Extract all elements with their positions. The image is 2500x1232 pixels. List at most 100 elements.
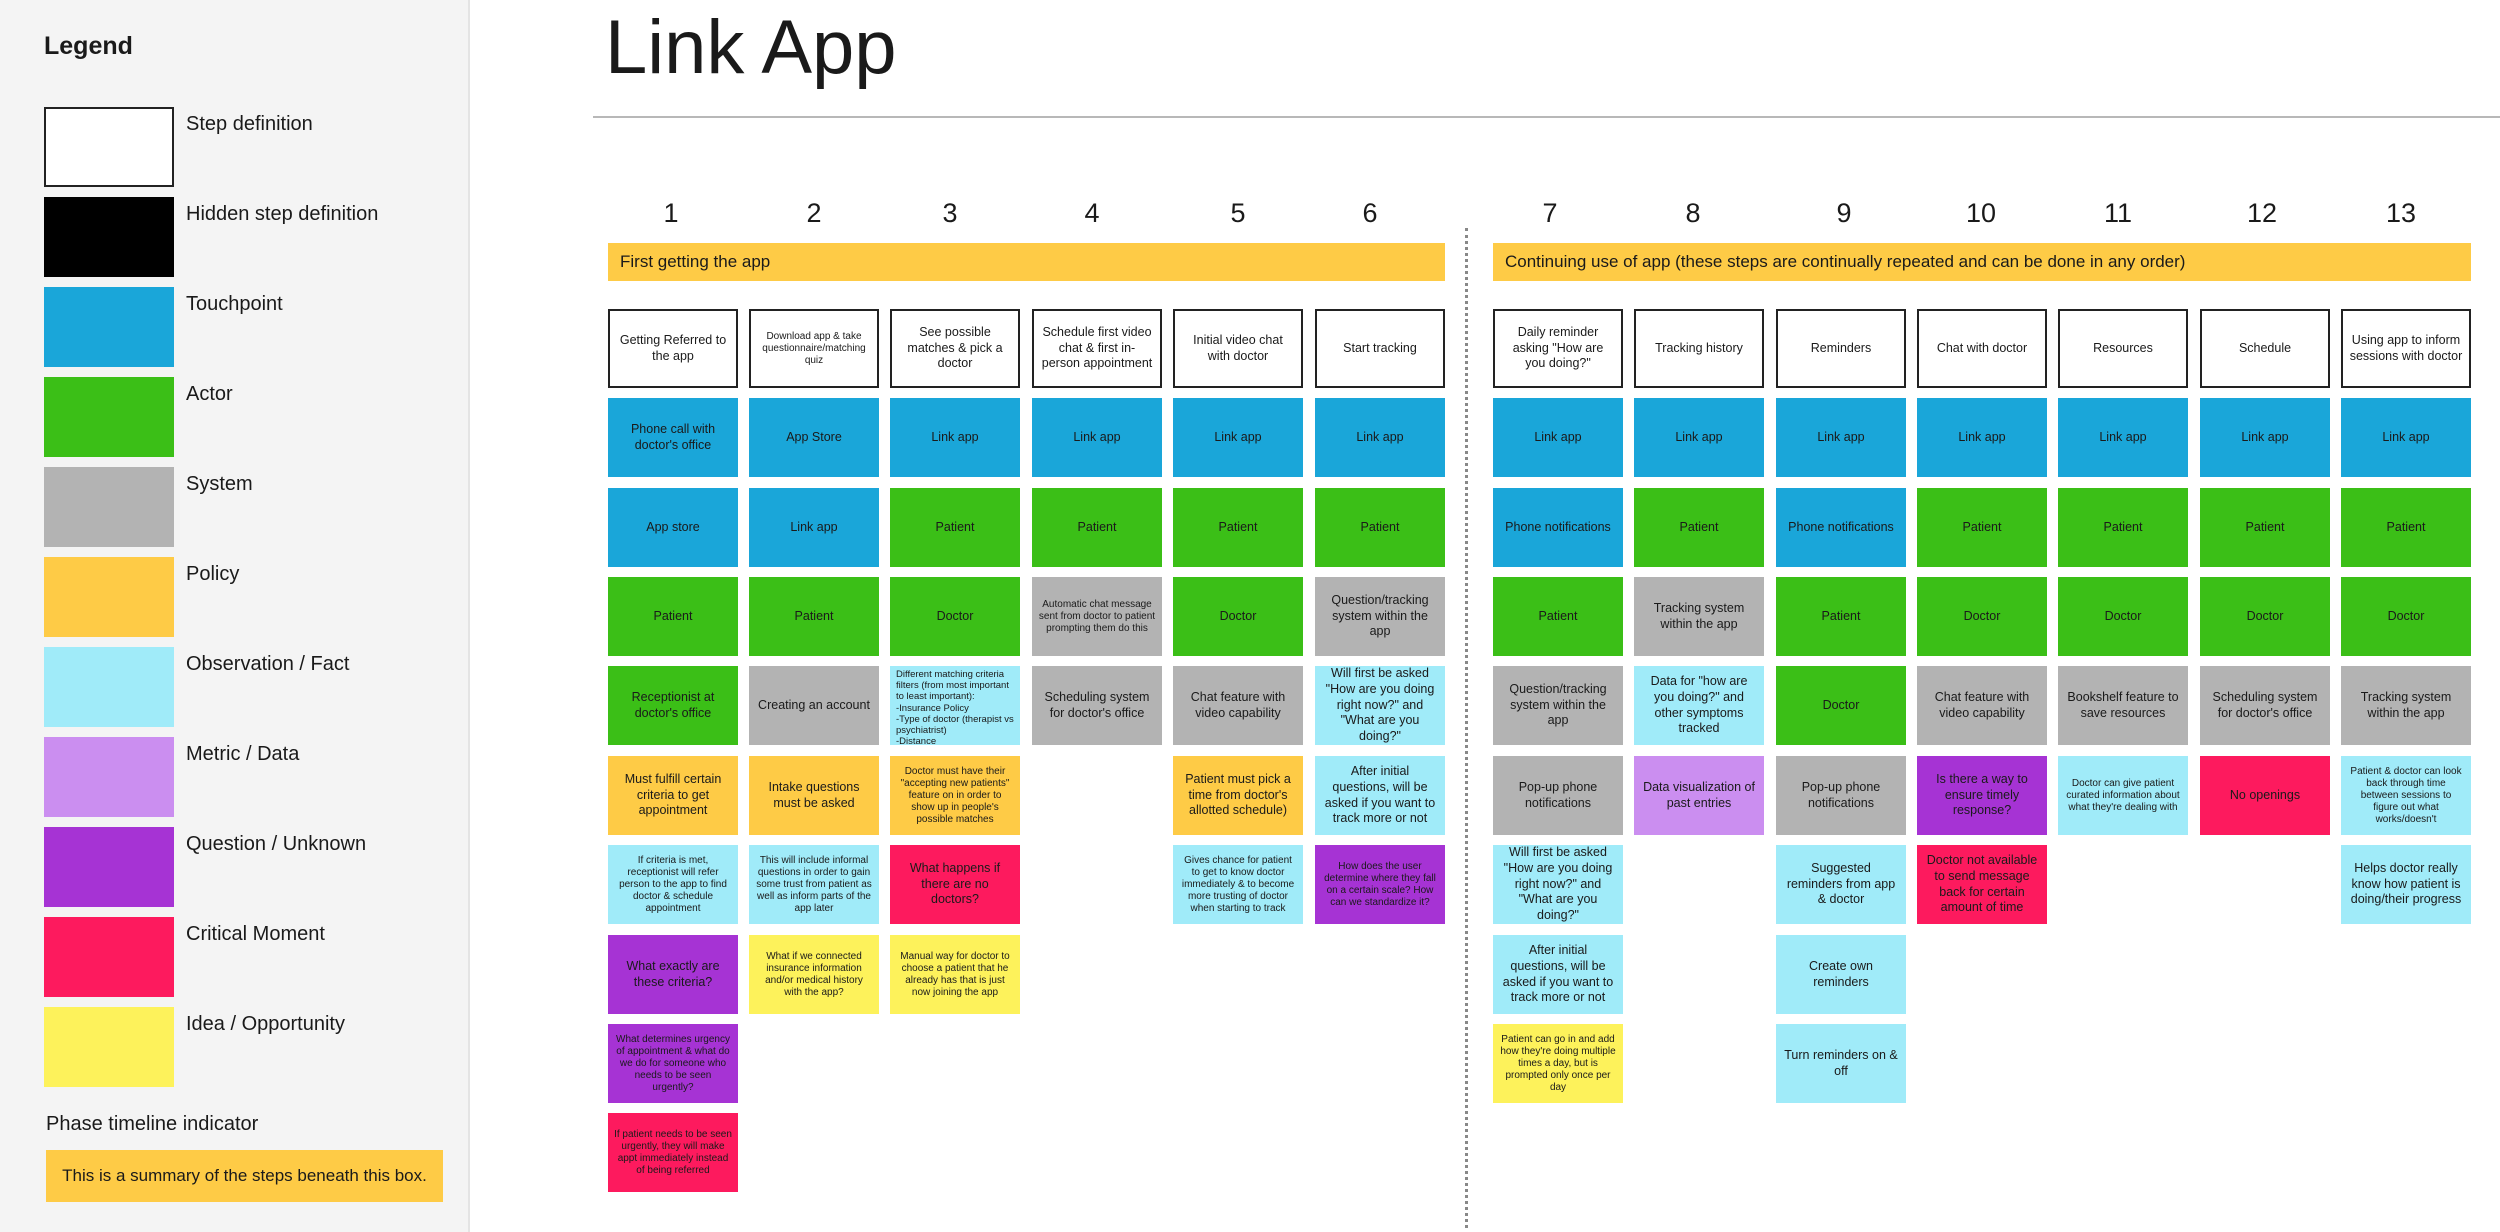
touchpoint-card: Link app (1776, 398, 1906, 477)
touchpoint-card: Link app (1032, 398, 1162, 477)
system-card: Bookshelf feature to save resources (2058, 666, 2188, 745)
observation-card: Turn reminders on & off (1776, 1024, 1906, 1103)
actor-card: Patient (749, 577, 879, 656)
legend-swatch (44, 1007, 174, 1087)
actor-card: Doctor (890, 577, 1020, 656)
system-card: Pop-up phone notifications (1776, 756, 1906, 835)
actor-card: Patient (2058, 488, 2188, 567)
policy-card: Patient must pick a time from doctor's a… (1173, 756, 1303, 835)
phase-indicator-example: This is a summary of the steps beneath t… (46, 1150, 443, 1202)
legend-label: Touchpoint (186, 293, 283, 315)
touchpoint-card: Link app (1917, 398, 2047, 477)
page-title: Link App (605, 5, 897, 90)
legend-label: Actor (186, 383, 233, 405)
legend-label: Question / Unknown (186, 833, 367, 855)
legend-item: Policy (44, 557, 444, 637)
actor-card: Doctor (2341, 577, 2471, 656)
touchpoint-card: Link app (749, 488, 879, 567)
legend-title: Legend (44, 32, 133, 60)
legend-label: Idea / Opportunity (186, 1013, 345, 1035)
legend-swatch (44, 827, 174, 907)
actor-card: Patient (1032, 488, 1162, 567)
step-card: Download app & take questionnaire/matchi… (749, 309, 879, 388)
legend-item: System (44, 467, 444, 547)
actor-card: Doctor (2058, 577, 2188, 656)
touchpoint-card: App store (608, 488, 738, 567)
legend-swatch (44, 647, 174, 727)
policy-card: Intake questions must be asked (749, 756, 879, 835)
legend-item: Observation / Fact (44, 647, 444, 727)
metric-card: Data visualization of past entries (1634, 756, 1764, 835)
observation-card: Helps doctor really know how patient is … (2341, 845, 2471, 924)
system-card: Scheduling system for doctor's office (2200, 666, 2330, 745)
critical-card: No openings (2200, 756, 2330, 835)
observation-card: After initial questions, will be asked i… (1315, 756, 1445, 835)
observation-card: Will first be asked "How are you doing r… (1493, 845, 1623, 924)
step-card: Chat with doctor (1917, 309, 2047, 388)
touchpoint-card: Link app (2058, 398, 2188, 477)
step-number: 2 (806, 198, 822, 228)
actor-card: Doctor (1917, 577, 2047, 656)
actor-card: Receptionist at doctor's office (608, 666, 738, 745)
system-card: Tracking system within the app (1634, 577, 1764, 656)
step-number: 5 (1230, 198, 1246, 228)
step-number: 11 (2103, 198, 2133, 228)
actor-card: Patient (2200, 488, 2330, 567)
phase-divider (1465, 228, 1468, 1228)
system-card: Pop-up phone notifications (1493, 756, 1623, 835)
legend-item: Critical Moment (44, 917, 444, 997)
observation-card: Patient & doctor can look back through t… (2341, 756, 2471, 835)
observation-card: If criteria is met, receptionist will re… (608, 845, 738, 924)
legend-item: Metric / Data (44, 737, 444, 817)
observation-card: After initial questions, will be asked i… (1493, 935, 1623, 1014)
step-card: Schedule first video chat & first in-per… (1032, 309, 1162, 388)
step-number: 3 (942, 198, 958, 228)
legend-item: Question / Unknown (44, 827, 444, 907)
observation-card: Will first be asked "How are you doing r… (1315, 666, 1445, 745)
step-card: Schedule (2200, 309, 2330, 388)
step-card: Daily reminder asking "How are you doing… (1493, 309, 1623, 388)
actor-card: Doctor (1776, 666, 1906, 745)
legend-item: Hidden step definition (44, 197, 444, 277)
phase-indicator-label: Phase timeline indicator (46, 1113, 259, 1135)
actor-card: Patient (608, 577, 738, 656)
touchpoint-card: Link app (2341, 398, 2471, 477)
phase-bar-continuing: Continuing use of app (these steps are c… (1493, 243, 2471, 281)
actor-card: Patient (2341, 488, 2471, 567)
title-divider (593, 116, 2500, 118)
touchpoint-card: Link app (890, 398, 1020, 477)
question-card: How does the user determine where they f… (1315, 845, 1445, 924)
step-card: Tracking history (1634, 309, 1764, 388)
legend-swatch (44, 467, 174, 547)
idea-card: What if we connected insurance informati… (749, 935, 879, 1014)
observation-card: Different matching criteria filters (fro… (890, 666, 1020, 745)
actor-card: Patient (890, 488, 1020, 567)
step-number: 10 (1965, 198, 1997, 228)
step-number: 1 (663, 198, 679, 228)
idea-card: Patient can go in and add how they're do… (1493, 1024, 1623, 1103)
touchpoint-card: Phone call with doctor's office (608, 398, 738, 477)
system-card: Chat feature with video capability (1917, 666, 2047, 745)
idea-card: Manual way for doctor to choose a patien… (890, 935, 1020, 1014)
legend-swatch (44, 197, 174, 277)
step-number: 12 (2246, 198, 2278, 228)
touchpoint-card: Phone notifications (1776, 488, 1906, 567)
legend-label: Observation / Fact (186, 653, 350, 675)
actor-card: Patient (1634, 488, 1764, 567)
legend-swatch (44, 107, 174, 187)
actor-card: Patient (1493, 577, 1623, 656)
touchpoint-card: Link app (1315, 398, 1445, 477)
system-card: Chat feature with video capability (1173, 666, 1303, 745)
observation-card: Gives chance for patient to get to know … (1173, 845, 1303, 924)
actor-card: Doctor (2200, 577, 2330, 656)
step-number: 8 (1685, 198, 1701, 228)
legend-item: Actor (44, 377, 444, 457)
legend-item: Idea / Opportunity (44, 1007, 444, 1087)
step-number: 7 (1542, 198, 1558, 228)
step-number: 13 (2385, 198, 2417, 228)
legend-swatch (44, 287, 174, 367)
actor-card: Patient (1315, 488, 1445, 567)
actor-card: Patient (1173, 488, 1303, 567)
legend-swatch (44, 377, 174, 457)
